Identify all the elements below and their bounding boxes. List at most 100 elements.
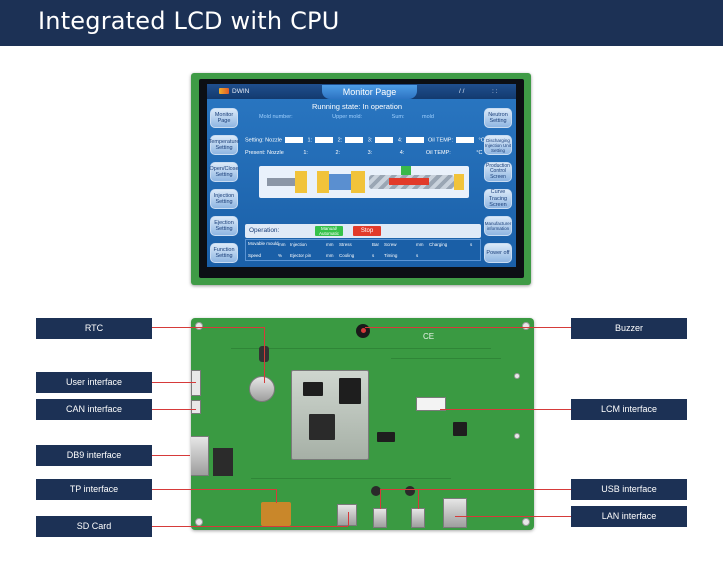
callout-can-interface: CAN interface <box>36 399 152 420</box>
present-col-4: 4: <box>399 150 405 156</box>
lead-line-tp <box>152 489 276 490</box>
screen-title-bar: DWIN Monitor Page / / : : <box>207 84 516 99</box>
capacitor <box>371 486 381 496</box>
lead-line-rtc <box>152 327 264 328</box>
cpu-chip <box>339 378 361 404</box>
screen-time: : : <box>492 88 498 95</box>
table-cell: Speed <box>248 253 262 258</box>
lcm-connector <box>416 397 446 411</box>
table-cell: Ejector pin <box>290 253 312 258</box>
mount-hole <box>522 322 530 330</box>
lead-line-usb <box>418 489 419 509</box>
usb-port <box>411 508 425 528</box>
machine-platen <box>351 171 365 193</box>
ic-group <box>213 448 233 476</box>
mold-unit-label: mold <box>422 114 434 120</box>
screen-btn-manufacturer-info[interactable]: Manufacturer information <box>484 216 512 236</box>
setting-oil-temp: Oil TEMP: <box>428 137 453 144</box>
screen-btn-neutron-setting[interactable]: Neutron Setting <box>484 108 512 128</box>
setting-col-1: 1: <box>307 137 313 144</box>
pcb-trace <box>251 478 451 479</box>
present-col-1: 1: <box>303 150 308 156</box>
table-cell: mm <box>326 242 334 247</box>
table-cell: s <box>470 242 473 247</box>
setting-input[interactable] <box>285 137 303 143</box>
screen-btn-discharging-injection[interactable]: Discharging Injection Unit Setting <box>484 135 512 155</box>
machine-mold <box>329 174 351 190</box>
table-cell: mm <box>416 242 424 247</box>
machine-rod <box>267 178 297 186</box>
setting-col-3: 3: <box>367 137 373 144</box>
table-cell: Injection <box>290 242 307 247</box>
setting-unit: °C <box>478 137 485 144</box>
mount-hole <box>514 433 520 439</box>
dwin-logo-icon <box>219 88 229 94</box>
setting-row: Setting: Nozzle 1: 2: 3: 4: Oil TEMP: °C <box>245 137 485 143</box>
screen-btn-injection-setting[interactable]: Injection Setting <box>210 189 238 209</box>
user-interface-connector <box>191 370 201 396</box>
screen-btn-ejection-setting[interactable]: Ejection Setting <box>210 216 238 236</box>
lead-line-usb <box>380 489 381 509</box>
screen-btn-monitor-page[interactable]: Monitor Page <box>210 108 238 128</box>
header-banner: Integrated LCD with CPU <box>0 0 723 46</box>
present-row: Present: Nozzle 1: 2: 3: 4: Oil TEMP: °C <box>245 150 483 156</box>
machine-hopper <box>401 166 411 175</box>
lead-line-lcm <box>440 409 571 410</box>
can-interface-connector <box>191 400 201 414</box>
stop-button[interactable]: Stop <box>353 226 381 236</box>
manual-automatic-button[interactable]: Manual/ Automatic <box>315 226 343 236</box>
lead-line-lan <box>455 516 571 517</box>
pcb-board: CE <box>191 318 534 530</box>
callout-usb-interface: USB interface <box>571 479 687 500</box>
callout-tp-interface: TP interface <box>36 479 152 500</box>
screen-btn-function-setting[interactable]: Function Setting <box>210 243 238 263</box>
callout-rtc: RTC <box>36 318 152 339</box>
lcm-driver-chip <box>453 422 467 436</box>
ce-mark: CE <box>423 332 435 341</box>
screen-btn-temperature-setting[interactable]: Temperature Setting <box>209 135 239 155</box>
table-cell: Stress <box>339 242 352 247</box>
table-cell: Bar <box>372 242 380 247</box>
rtc-battery <box>249 376 275 402</box>
running-state: Running state: In operation <box>312 102 403 111</box>
setting-input[interactable] <box>405 137 424 143</box>
lead-line-tp <box>276 489 277 503</box>
capacitor <box>405 486 415 496</box>
mount-hole <box>195 518 203 526</box>
sum-label: Sum: <box>391 114 405 120</box>
setting-input[interactable] <box>456 137 474 143</box>
table-cell: Charging <box>429 242 448 247</box>
memory-chip <box>309 414 335 440</box>
lcd-screen: DWIN Monitor Page / / : : Monitor Page T… <box>207 84 516 267</box>
present-col-2: 2: <box>335 150 341 156</box>
mount-hole <box>195 322 203 330</box>
buzzer-dot <box>361 328 366 333</box>
lead-line-rtc <box>264 327 265 383</box>
pcb-trace <box>231 348 491 349</box>
setting-input[interactable] <box>315 137 334 143</box>
machine-platen <box>317 171 329 193</box>
flash-chip <box>303 382 323 396</box>
callout-lcm-interface: LCM interface <box>571 399 687 420</box>
operation-label: Operation: <box>249 227 280 234</box>
mount-hole <box>522 518 530 526</box>
operation-bar: Operation: Manual/ Automatic Stop <box>245 224 481 238</box>
screen-btn-curve-tracing[interactable]: Curve Tracing Screen <box>484 189 512 209</box>
screen-title: Monitor Page <box>322 85 417 99</box>
status-table: Movable mould mm Injection mm Stress Bar… <box>245 239 481 261</box>
page-title: Integrated LCD with CPU <box>38 7 340 35</box>
mold-labels: Mold number: Upper mold: Sum: mold <box>259 114 469 120</box>
table-cell: s <box>372 253 375 258</box>
setting-input[interactable] <box>345 137 364 143</box>
table-cell: Screw <box>384 242 397 247</box>
screen-btn-open-close-setting[interactable]: Open/Close Setting <box>209 162 239 182</box>
present-oil-temp: Oil TEMP: <box>425 150 451 156</box>
usb-port <box>373 508 387 528</box>
screen-btn-production-control[interactable]: Production Control Screen <box>484 162 512 182</box>
db9-connector <box>191 436 209 476</box>
table-cell: Timing <box>384 253 398 258</box>
screen-date: / / <box>459 88 465 95</box>
setting-input[interactable] <box>375 137 394 143</box>
table-cell: s <box>416 253 419 258</box>
screen-btn-power-off[interactable]: Power off <box>484 243 512 263</box>
